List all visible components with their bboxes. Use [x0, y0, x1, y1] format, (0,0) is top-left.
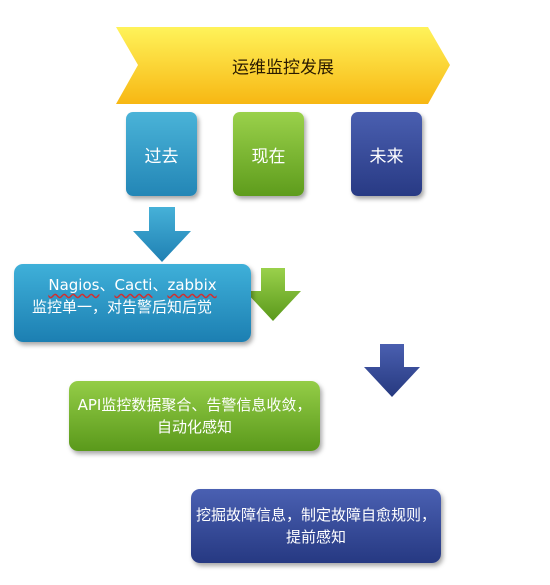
stage-past-tile: 过去 [126, 112, 197, 196]
now-line-1: API监控数据聚合、告警信息收敛， [77, 396, 312, 414]
banner-arrow-shape [116, 27, 450, 104]
banner-title: 运维监控发展 [232, 58, 334, 78]
future-line-2: 提前感知 [285, 528, 346, 546]
stage-now-tile: 现在 [233, 112, 304, 196]
future-description-box: 挖掘故障信息，制定故障自愈规则， 提前感知 [191, 489, 441, 563]
separator: 、 [99, 276, 115, 294]
past-summary-line: 监控单一，对告警后知后觉 [32, 298, 213, 316]
past-description-box: Nagios、Cacti、zabbix 监控单一，对告警后知后觉 [14, 264, 251, 342]
down-arrow-past [133, 207, 191, 262]
separator: 、 [152, 276, 168, 294]
down-arrow-now [245, 268, 301, 321]
tool-zabbix: zabbix [167, 276, 217, 294]
down-arrow-future [364, 344, 420, 397]
title-banner: 运维监控发展 [116, 27, 450, 104]
future-line-1: 挖掘故障信息，制定故障自愈规则， [195, 506, 436, 524]
tool-nagios: Nagios [48, 276, 100, 294]
stage-future-tile: 未来 [351, 112, 422, 196]
tool-cacti: Cacti [114, 276, 153, 294]
now-line-2: 自动化感知 [156, 418, 232, 436]
past-tools-line: Nagios、Cacti、zabbix [14, 274, 251, 296]
now-description-box: API监控数据聚合、告警信息收敛， 自动化感知 [69, 381, 320, 451]
